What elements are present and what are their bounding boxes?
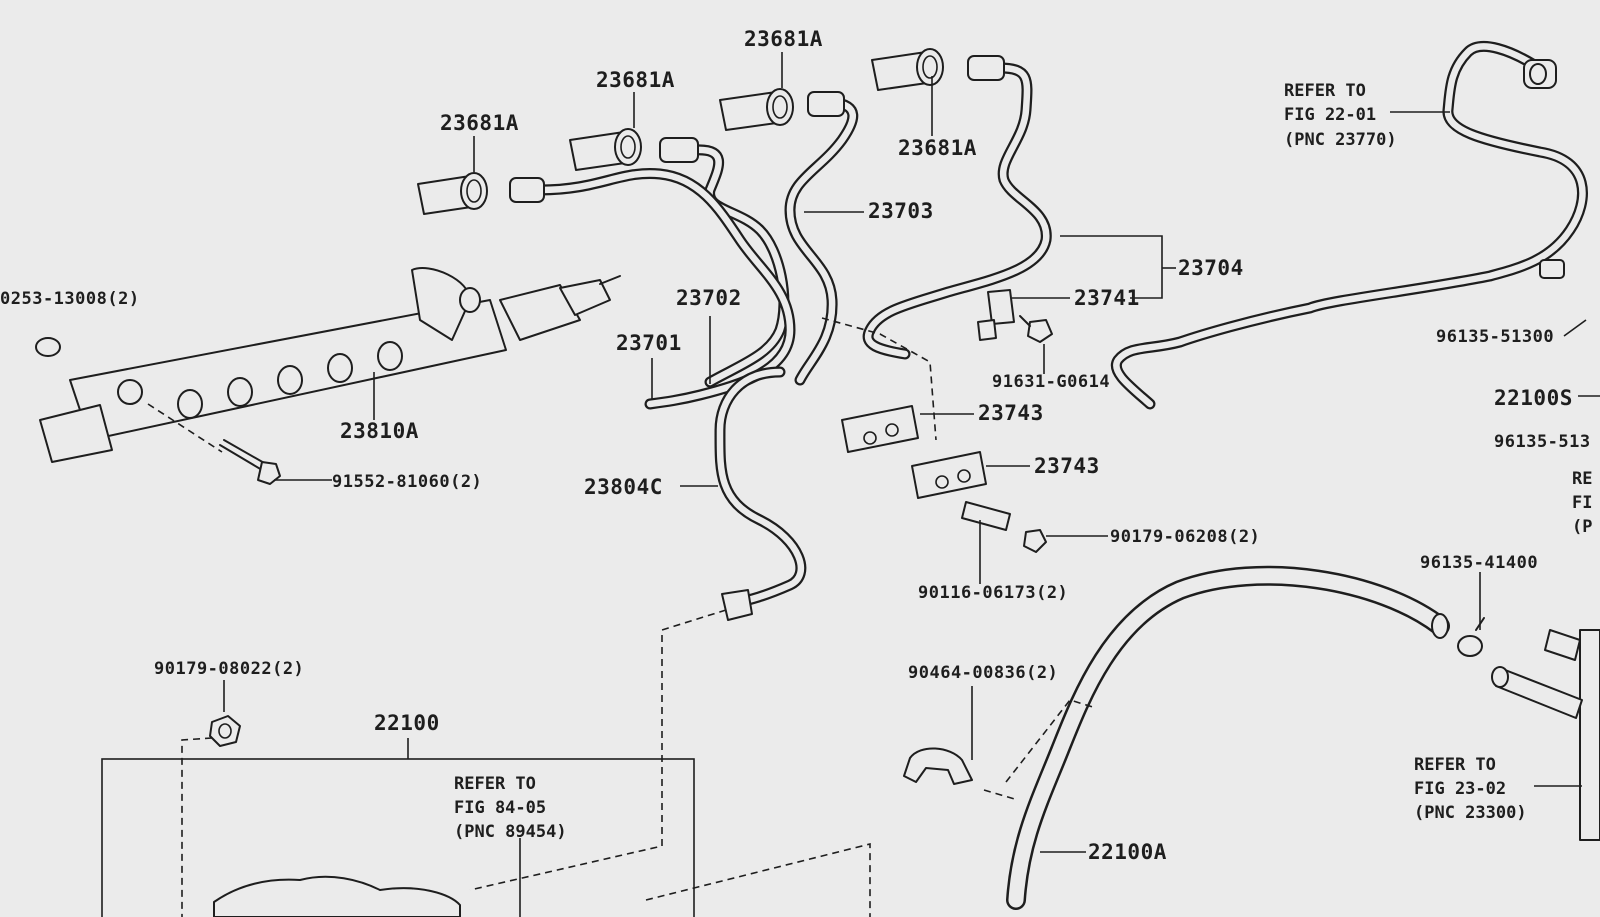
label-23804C: 23804C [584, 475, 663, 499]
label-90116-06173: 90116-06173(2) [918, 583, 1068, 603]
leader-lines [223, 52, 1600, 917]
label-90179-06208: 90179-06208(2) [1110, 527, 1260, 547]
plug-90253 [35, 337, 61, 357]
clamp-23741 [987, 289, 1015, 325]
injector-sleeves-23681A [417, 48, 944, 215]
supply-pump-22100 [101, 758, 695, 917]
clip-90464 [903, 747, 973, 785]
label-23681A-3: 23681A [744, 27, 823, 51]
svg-text:REFER TO: REFER TO [1414, 755, 1496, 775]
svg-text:(PNC 23770): (PNC 23770) [1284, 130, 1397, 150]
nut-90179-06208 [1023, 529, 1047, 553]
label-22100S: 22100S [1494, 386, 1573, 410]
label-23741: 23741 [1074, 286, 1140, 310]
label-23743-a: 23743 [978, 401, 1044, 425]
svg-text:FIG 23-02: FIG 23-02 [1414, 779, 1506, 799]
fuel-filter [1491, 629, 1600, 841]
refer-cut-off: RE FI (P [1572, 469, 1592, 537]
label-23743-b: 23743 [1034, 454, 1100, 478]
svg-text:REFER TO: REFER TO [1284, 81, 1366, 101]
svg-text:RE: RE [1572, 469, 1592, 489]
sleeve-1 [417, 172, 488, 215]
rail-outlets [177, 341, 403, 419]
svg-text:REFER TO: REFER TO [454, 774, 536, 794]
label-96135-513: 96135-513 [1494, 432, 1591, 452]
label-23702: 23702 [676, 286, 742, 310]
label-96135-51300: 96135-51300 [1436, 327, 1554, 347]
svg-text:FI: FI [1572, 493, 1592, 513]
label-23681A-2: 23681A [596, 68, 675, 92]
dashed-relations [147, 317, 1097, 917]
pipe-nuts [509, 55, 1565, 279]
fuel-hose-22100A [1006, 565, 1450, 910]
svg-text:(P: (P [1572, 517, 1592, 537]
part-labels: 23681A 23681A 23681A 23681A 23703 23704 … [0, 27, 1591, 864]
label-22100: 22100 [374, 711, 440, 735]
refer-fig-23-02: REFER TO FIG 23-02 (PNC 23300) [1414, 755, 1527, 823]
label-90464-00836: 90464-00836(2) [908, 663, 1058, 683]
sleeve-4 [871, 48, 944, 91]
bolt-91552 [219, 439, 267, 471]
svg-text:FIG 22-01: FIG 22-01 [1284, 105, 1376, 125]
bolt-91631 [1027, 319, 1053, 343]
sleeve-3 [719, 88, 794, 131]
clamps-23743 [841, 405, 987, 499]
label-23810A: 23810A [340, 419, 419, 443]
injection-pipes [534, 41, 1588, 609]
label-23681A-4: 23681A [898, 136, 977, 160]
svg-text:FIG 84-05: FIG 84-05 [454, 798, 546, 818]
label-90179-08022: 90179-08022(2) [154, 659, 304, 679]
svg-text:(PNC 89454): (PNC 89454) [454, 822, 567, 842]
label-23703: 23703 [868, 199, 934, 223]
refer-fig-22-01: REFER TO FIG 22-01 (PNC 23770) [1284, 81, 1397, 150]
label-23701: 23701 [616, 331, 682, 355]
pipe-23804C [714, 366, 807, 609]
sleeve-2 [569, 128, 642, 171]
label-23681A-1: 23681A [440, 111, 519, 135]
label-23704: 23704 [1178, 256, 1244, 280]
common-rail-23810A [39, 267, 621, 463]
label-96135-41400: 96135-41400 [1420, 553, 1538, 573]
label-91631-G0614: 91631-G0614 [992, 372, 1110, 392]
refer-fig-84-05: REFER TO FIG 84-05 (PNC 89454) [454, 774, 567, 842]
label-91552-81060: 91552-81060(2) [332, 472, 482, 492]
label-22100A: 22100A [1088, 840, 1167, 864]
bolt-90116 [961, 501, 1011, 531]
svg-text:(PNC 23300): (PNC 23300) [1414, 803, 1527, 823]
label-0253-13008: 0253-13008(2) [0, 289, 140, 309]
fitting-23804C-end [721, 589, 753, 621]
nut-90179-08022 [209, 715, 241, 747]
